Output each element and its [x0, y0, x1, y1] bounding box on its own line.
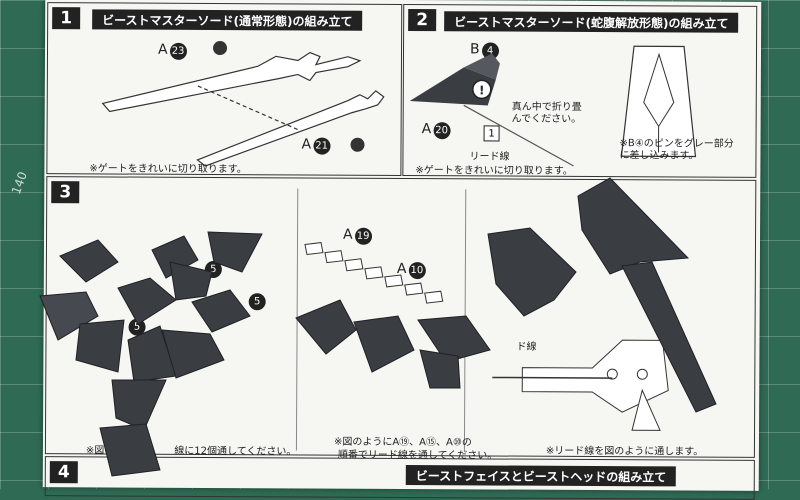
step3-note-left: ※図のように 線に12個通してください。 — [86, 441, 297, 457]
count-badge: 5 — [129, 319, 146, 336]
step2-note: ※ゲートをきれいに切り取ります。 — [415, 161, 572, 177]
step3-number: 3 — [51, 181, 79, 203]
step2-callout: 真ん中で折り畳んでください。 — [512, 102, 582, 126]
step2-box-number: 1 — [484, 125, 500, 141]
step3-wire-label: ド線 — [516, 338, 536, 353]
step3-count-2: 5 — [247, 292, 266, 310]
step1-note: ※ゲートをきれいに切り取ります。 — [89, 159, 246, 175]
chain-diagram — [301, 232, 462, 333]
step3-count-1: 5 — [203, 260, 222, 278]
step2-wire-label: リード線 — [469, 147, 509, 162]
step4-number: 4 — [50, 461, 78, 483]
step3-count-3: 5 — [127, 318, 146, 336]
step3-note-right: ※リード線を図のように通します。 — [546, 442, 703, 458]
step4-panel: 4 ビーストフェイスとビーストヘッドの組み立て — [45, 456, 755, 500]
svg-text:!: ! — [479, 83, 485, 97]
step3-divider-1 — [296, 188, 298, 450]
count-badge: 5 — [205, 261, 222, 278]
step2-pin-note: ※B④のピンをグレー部分に差し込みます。 — [619, 138, 743, 163]
step3-divider-2 — [464, 189, 466, 451]
step4-title: ビーストフェイスとビーストヘッドの組み立て — [406, 465, 677, 486]
sword-illustration — [47, 3, 403, 177]
count-badge: 5 — [249, 293, 266, 310]
